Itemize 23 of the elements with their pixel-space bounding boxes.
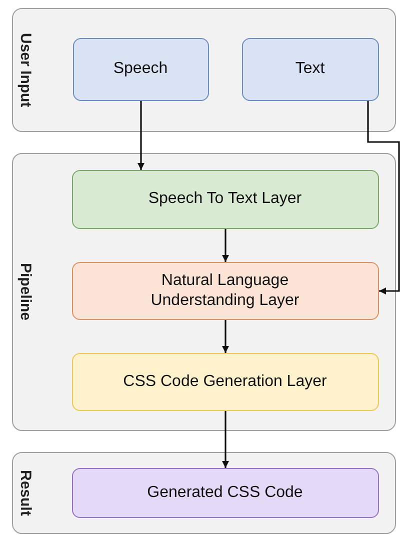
node-label: Generated CSS Code	[147, 482, 303, 502]
process-box	[72, 352, 378, 410]
process-box	[72, 468, 378, 518]
node-label: CSS Code Generation Layer	[123, 372, 327, 392]
node-label: Speech	[113, 59, 168, 79]
group-panel	[12, 452, 396, 534]
group-panel	[12, 153, 396, 431]
node-label: Text	[295, 59, 325, 79]
arrow	[138, 101, 144, 170]
node-label: Natural Language Understanding Layer	[150, 270, 300, 310]
group-label: Result	[17, 470, 34, 516]
process-box	[242, 38, 378, 100]
arrow	[222, 411, 229, 468]
group-label: User Input	[17, 32, 34, 108]
node-label: Speech To Text Layer	[148, 189, 302, 209]
process-box	[72, 38, 208, 100]
group-panel	[12, 8, 396, 132]
arrow	[222, 229, 229, 262]
group-label: Pipeline	[17, 263, 34, 321]
process-box	[72, 170, 378, 228]
arrow	[367, 101, 400, 294]
process-box	[72, 262, 378, 320]
arrow	[222, 320, 229, 353]
